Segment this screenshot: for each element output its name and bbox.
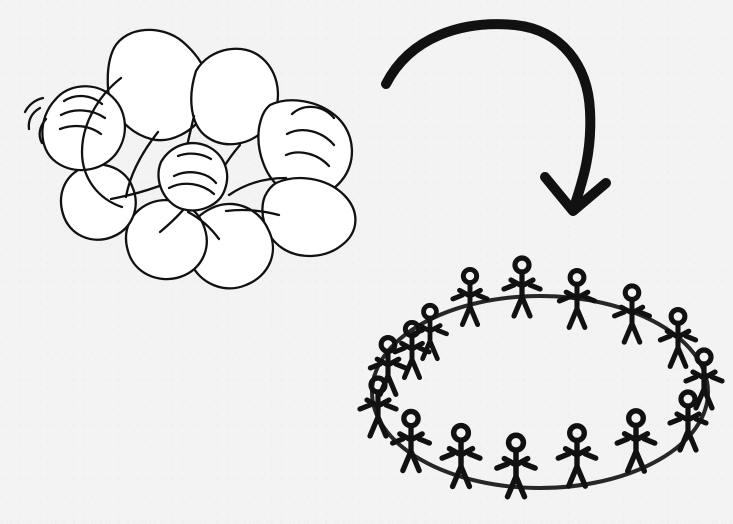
people-holding-hands-circle-icon bbox=[360, 258, 722, 497]
group-hands-together-icon bbox=[25, 30, 355, 288]
curved-arrow-icon bbox=[386, 24, 606, 211]
